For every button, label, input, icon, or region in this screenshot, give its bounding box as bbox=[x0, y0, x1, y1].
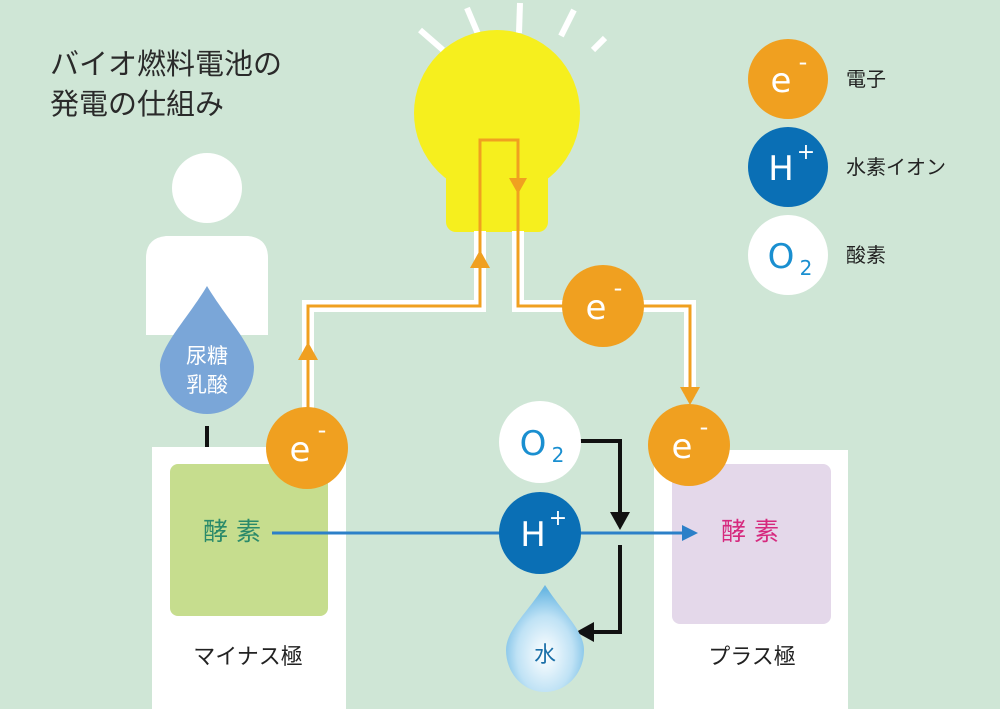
legend-oxygen-label: 酸素 bbox=[846, 243, 886, 267]
fuel-label-line-2: 乳酸 bbox=[186, 373, 228, 397]
svg-text:e: e bbox=[771, 61, 792, 101]
title-line-1: バイオ燃料電池の bbox=[50, 47, 283, 81]
legend-oxygen: O 2 酸素 bbox=[748, 215, 886, 295]
legend-electron-label: 電子 bbox=[846, 67, 886, 91]
svg-text:O: O bbox=[768, 237, 795, 277]
electron-particle-minus: e - bbox=[266, 407, 348, 489]
minus-electrode-label: マイナス極 bbox=[193, 645, 303, 670]
legend: e - 電子 H + 水素イオン O 2 酸素 bbox=[748, 39, 946, 295]
svg-text:+: + bbox=[549, 506, 567, 531]
water-label: 水 bbox=[534, 643, 556, 668]
legend-electron: e - 電子 bbox=[748, 39, 886, 119]
legend-hydrogen-ion-label: 水素イオン bbox=[846, 155, 946, 179]
plus-electrode bbox=[654, 450, 848, 709]
minus-electrode bbox=[152, 447, 346, 709]
fuel-label-line-1: 尿糖 bbox=[186, 344, 228, 368]
water-drop bbox=[506, 585, 584, 692]
svg-text:-: - bbox=[700, 413, 709, 441]
svg-text:2: 2 bbox=[800, 256, 813, 280]
fuel-drop bbox=[160, 286, 254, 414]
svg-text:+: + bbox=[797, 140, 815, 165]
svg-text:O: O bbox=[520, 424, 547, 464]
svg-text:e: e bbox=[586, 288, 607, 328]
svg-text:e: e bbox=[672, 427, 693, 467]
svg-text:e: e bbox=[290, 430, 311, 470]
water-arrow bbox=[576, 545, 622, 642]
oxygen-particle: O 2 bbox=[499, 401, 581, 483]
light-bulb bbox=[414, 30, 580, 232]
hydrogen-ion-particle: H + bbox=[499, 492, 581, 574]
svg-text:H: H bbox=[520, 515, 546, 555]
electron-particle-wire: e - bbox=[562, 265, 644, 347]
legend-hydrogen-ion: H + 水素イオン bbox=[748, 127, 946, 207]
electron-particle-plus: e - bbox=[648, 404, 730, 486]
plus-enzyme-label: 酵 素 bbox=[721, 517, 779, 546]
minus-enzyme-label: 酵 素 bbox=[203, 517, 261, 546]
svg-text:H: H bbox=[768, 149, 794, 189]
plus-electrode-label: プラス極 bbox=[708, 645, 796, 670]
svg-text:-: - bbox=[614, 274, 623, 302]
oxygen-arrow bbox=[580, 439, 630, 530]
svg-text:2: 2 bbox=[552, 443, 565, 467]
svg-text:-: - bbox=[799, 48, 808, 76]
hydrogen-ion-arrow bbox=[272, 525, 698, 541]
diagram-title: バイオ燃料電池の 発電の仕組み bbox=[50, 44, 282, 124]
svg-text:-: - bbox=[318, 416, 327, 444]
person-icon bbox=[146, 153, 268, 335]
bulb-rays bbox=[418, 2, 608, 53]
title-line-2: 発電の仕組み bbox=[50, 87, 225, 121]
electron-flow-arrows bbox=[298, 178, 700, 405]
